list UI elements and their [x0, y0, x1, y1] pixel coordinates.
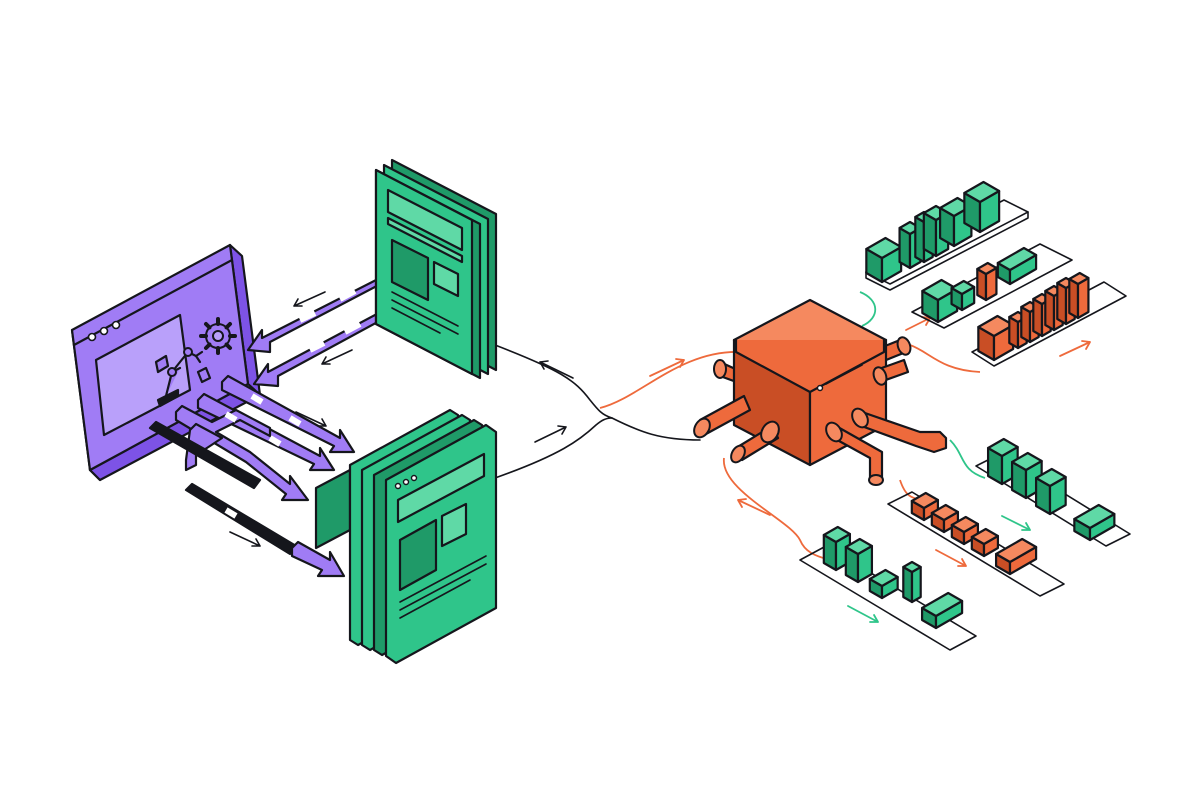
- cluster-block-6: [963, 180, 1001, 234]
- cluster-block-10: [996, 246, 1038, 286]
- cluster-block-8: [950, 279, 976, 312]
- arrow-orange-bottom-cluster: [935, 549, 967, 567]
- cluster-block-25: [970, 527, 1000, 558]
- gear-icon: [199, 317, 237, 355]
- arrow-orange-cluster: [1059, 340, 1091, 357]
- arrow-right-bottom: [534, 425, 567, 443]
- arrow-orange-to-hub: [649, 358, 685, 377]
- cluster-block-1: [865, 236, 903, 284]
- arrow-green-bottom-cluster: [847, 605, 879, 623]
- purple-streams: [148, 266, 398, 578]
- arrow-small-right-1: [295, 411, 327, 427]
- connector-hub-to-green-bottom: [723, 457, 831, 561]
- cluster-block-29: [868, 568, 899, 600]
- cluster-block-31: [920, 591, 964, 630]
- cluster-green-bottom: [799, 545, 977, 651]
- connector-top-page-to-junction: [494, 344, 613, 419]
- cluster-block-11: [977, 314, 1015, 362]
- outgoing-arrow-5: [290, 540, 346, 578]
- connector-lines: [494, 291, 986, 561]
- robot-arm-icon: [154, 347, 204, 408]
- arrow-small-left-2: [321, 349, 353, 365]
- connector-junction-to-hub-orange: [599, 351, 741, 409]
- connector-hub-to-top-cluster: [859, 291, 877, 327]
- arrow-bottom-return: [737, 498, 771, 516]
- connector-junction-to-hub-black: [611, 417, 701, 441]
- cluster-block-9: [976, 261, 998, 302]
- window-controls: [87, 320, 121, 342]
- black-pipe-lower: [184, 482, 298, 556]
- cluster-block-30: [902, 560, 922, 604]
- cluster-block-17: [1068, 271, 1090, 320]
- wrench-icon: [196, 366, 212, 384]
- arrow-left-top: [539, 360, 574, 379]
- cluster-block-24: [950, 515, 980, 546]
- cluster-block-21: [1073, 503, 1116, 542]
- cluster-block-28: [844, 537, 874, 584]
- window-dot-3: [111, 320, 121, 330]
- arrow-small-left-1: [293, 291, 326, 307]
- top-page-stack: [374, 158, 498, 380]
- cluster-orange-bottom: [887, 491, 1065, 597]
- cluster-block-20: [1034, 467, 1067, 516]
- cluster-block-26: [994, 537, 1038, 576]
- arrow-small-right-2: [229, 531, 261, 547]
- window-dot-1: [87, 332, 97, 342]
- app-screen-panel: [94, 313, 192, 437]
- arrow-green-right-cluster: [1001, 515, 1031, 531]
- connector-hub-to-orange-cluster: [909, 344, 981, 373]
- cluster-blocks: [822, 180, 1116, 630]
- connector-bottom-page-to-junction: [494, 417, 613, 479]
- incoming-arrow-1: [246, 266, 394, 354]
- orange-hub: [693, 298, 948, 486]
- window-dot-2: [99, 326, 109, 336]
- connector-hub-to-green-right: [949, 439, 986, 479]
- incoming-arrow-2: [252, 300, 398, 388]
- bottom-page-stack: [314, 408, 498, 665]
- black-pipe: [148, 420, 262, 490]
